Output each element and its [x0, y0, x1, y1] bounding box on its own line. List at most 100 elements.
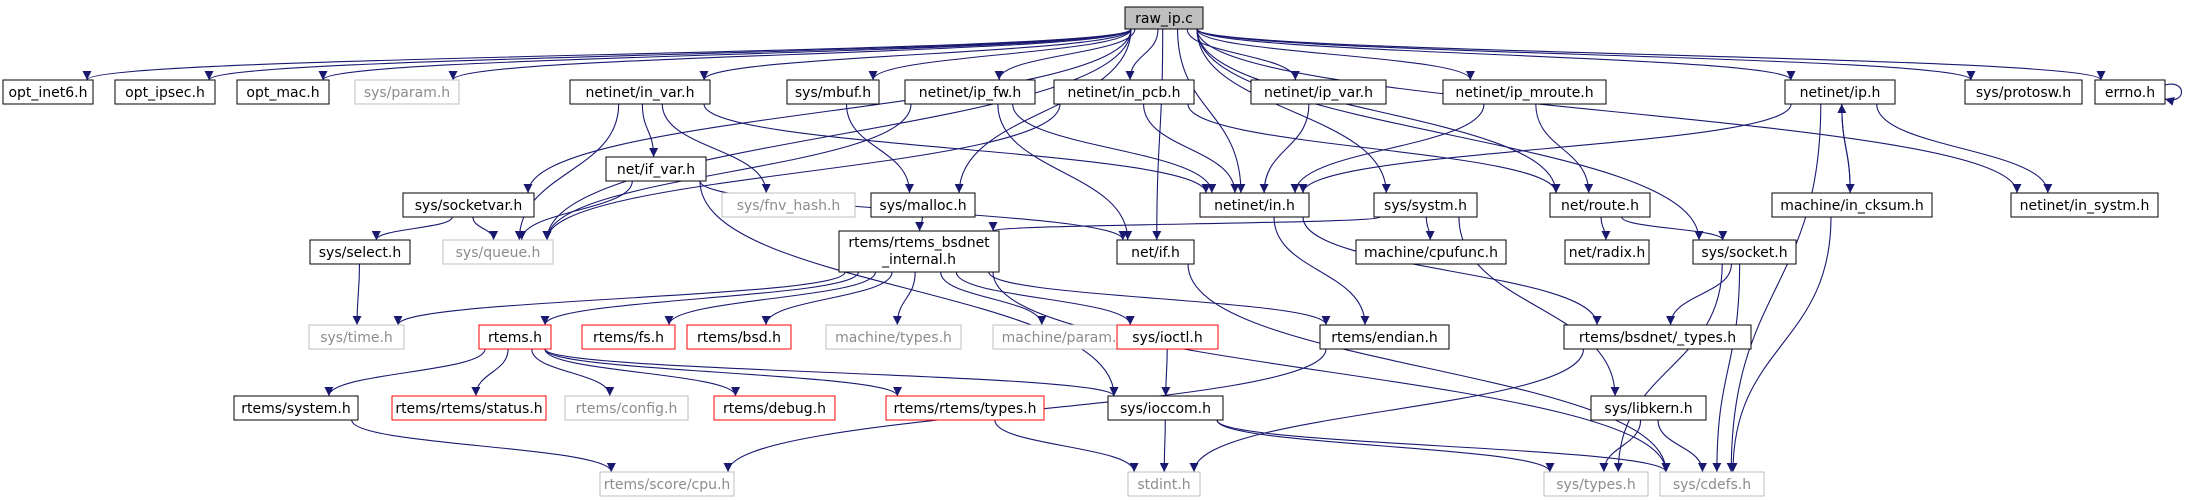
node-rtems-rtems-status[interactable]: rtems/rtems/status.h	[391, 395, 547, 421]
node-sys-time[interactable]: sys/time.h	[308, 324, 405, 350]
edge-root-to-sys_socket	[1196, 28, 1704, 241]
node-label: machine/in_cksum.h	[1780, 198, 1924, 214]
node-rtems-endian[interactable]: rtems/endian.h	[1319, 324, 1450, 350]
edge-netinet_in_var-to-sys_queue	[514, 103, 620, 241]
edge-netinet_in-to-rtems_bsdnet_types	[1302, 216, 1602, 326]
node-label: rtems/debug.h	[723, 401, 826, 417]
node-sys-param[interactable]: sys/param.h	[354, 79, 460, 105]
node-label: rtems/fs.h	[593, 330, 664, 346]
node-label: netinet/in_var.h	[586, 85, 695, 101]
node-errno[interactable]: errno.h	[2094, 79, 2166, 105]
node-machine-cpufunc[interactable]: machine/cpufunc.h	[1355, 239, 1507, 265]
node-label: raw_ip.c	[1135, 11, 1193, 27]
node-netinet-ip-var[interactable]: netinet/ip_var.h	[1250, 79, 1387, 105]
edge-netinet_in_pcb-to-net_route	[1187, 103, 1561, 194]
node-netinet-in-systm[interactable]: netinet/in_systm.h	[2010, 192, 2159, 218]
edge-root-to-sys_systm	[1196, 28, 1391, 194]
node-sys-libkern[interactable]: sys/libkern.h	[1590, 395, 1707, 421]
node-label: sys/cdefs.h	[1673, 477, 1751, 493]
node-opt-inet6[interactable]: opt_inet6.h	[2, 79, 94, 105]
node-label: sys/mbuf.h	[795, 85, 871, 101]
node-rtems-system[interactable]: rtems/system.h	[233, 395, 359, 421]
edge-netinet_in_pcb-to-sys_queue	[542, 103, 1061, 241]
node-box	[713, 395, 836, 421]
edge-root-to-opt_ipsec	[204, 28, 1132, 81]
edge-sys_ioccom-to-sys_types	[1216, 419, 1555, 473]
node-root[interactable]: raw_ip.c	[1124, 6, 1204, 30]
node-rtems-bsdnet-types[interactable]: rtems/bsdnet/_types.h	[1563, 324, 1752, 350]
node-netinet-ip[interactable]: netinet/ip.h	[1784, 79, 1896, 105]
node-netinet-in[interactable]: netinet/in.h	[1199, 192, 1310, 218]
node-net-route[interactable]: net/route.h	[1549, 192, 1651, 218]
edge-sys_socket-to-sys_cdefs	[1712, 263, 1741, 473]
node-sys-types[interactable]: sys/types.h	[1543, 471, 1649, 497]
node-netinet-in-var[interactable]: netinet/in_var.h	[569, 79, 711, 105]
node-sys-systm[interactable]: sys/systm.h	[1373, 192, 1478, 218]
node-net-radix[interactable]: net/radix.h	[1564, 239, 1650, 265]
node-box	[686, 324, 792, 350]
node-label: sys/time.h	[320, 330, 393, 346]
node-sys-cdefs[interactable]: sys/cdefs.h	[1659, 471, 1765, 497]
node-label: sys/queue.h	[456, 245, 541, 261]
node-rtems-fs[interactable]: rtems/fs.h	[581, 324, 676, 350]
node-machine-param[interactable]: machine/param.h	[992, 324, 1135, 350]
node-net-if-var[interactable]: net/if_var.h	[605, 156, 707, 182]
node-label: rtems/bsdnet/_types.h	[1579, 330, 1736, 346]
node-rtems-bsd[interactable]: rtems/bsd.h	[686, 324, 792, 350]
edge-netinet_ip-to-sys_cdefs	[1726, 103, 1822, 473]
node-box	[1590, 395, 1707, 421]
node-box	[114, 79, 216, 105]
node-box	[1116, 324, 1219, 350]
edge-rtems_bsdnet_internal-to-sys_ioctl	[955, 271, 1135, 326]
edge-net_route-to-sys_socket	[1621, 216, 1728, 241]
node-sys-socketvar[interactable]: sys/socketvar.h	[402, 192, 535, 218]
node-box	[1442, 79, 1607, 105]
edge-rtems_bsdnet_internal-to-rtems_endian	[988, 271, 1331, 326]
node-sys-fnv-hash[interactable]: sys/fnv_hash.h	[721, 192, 856, 218]
node-machine-types[interactable]: machine/types.h	[825, 324, 962, 350]
node-label: machine/cpufunc.h	[1364, 245, 1498, 261]
node-rtems-score-cpu[interactable]: rtems/score/cpu.h	[599, 471, 735, 497]
node-rtems[interactable]: rtems.h	[478, 324, 552, 350]
edge-netinet_ip-to-netinet_in_systm	[1876, 103, 2053, 194]
edge-root-to-sys_mbuf	[868, 28, 1132, 81]
edge-rtems-to-rtems_debug	[544, 348, 741, 397]
node-machine-in-cksum[interactable]: machine/in_cksum.h	[1771, 192, 1933, 218]
node-rtems-debug[interactable]: rtems/debug.h	[713, 395, 836, 421]
edge-root-to-netinet_ip	[1196, 28, 1796, 81]
node-netinet-in-pcb[interactable]: netinet/in_pcb.h	[1053, 79, 1195, 105]
node-net-if[interactable]: net/if.h	[1116, 239, 1195, 265]
node-box	[721, 192, 856, 218]
node-label: net/if.h	[1131, 245, 1180, 261]
node-label: sys/fnv_hash.h	[737, 198, 841, 214]
node-sys-ioccom[interactable]: sys/ioccom.h	[1107, 395, 1224, 421]
edge-sys_systm-to-machine_cpufunc	[1425, 216, 1435, 241]
node-label: rtems/rtems/types.h	[894, 401, 1037, 417]
node-label: rtems/rtems_bsdnet	[848, 235, 990, 251]
node-opt-mac[interactable]: opt_mac.h	[236, 79, 330, 105]
node-netinet-ip-fw[interactable]: netinet/ip_fw.h	[904, 79, 1036, 105]
node-box	[1124, 6, 1204, 30]
edge-rtems-to-sys_ioccom	[544, 348, 1119, 397]
node-sys-queue[interactable]: sys/queue.h	[442, 239, 554, 265]
node-rtems-bsdnet-internal[interactable]: rtems/rtems_bsdnet_internal.h	[838, 230, 1000, 273]
node-label: machine/types.h	[835, 330, 952, 346]
edge-rtems_bsdnet_internal-to-rtems_bsd	[761, 271, 893, 326]
node-opt-ipsec[interactable]: opt_ipsec.h	[114, 79, 216, 105]
node-box	[233, 395, 359, 421]
node-sys-protosw[interactable]: sys/protosw.h	[1964, 79, 2083, 105]
node-sys-socket[interactable]: sys/socket.h	[1692, 239, 1797, 265]
node-sys-ioctl[interactable]: sys/ioctl.h	[1116, 324, 1219, 350]
node-sys-mbuf[interactable]: sys/mbuf.h	[786, 79, 880, 105]
node-box	[308, 324, 405, 350]
node-label: sys/socket.h	[1701, 245, 1787, 261]
node-label: net/radix.h	[1569, 245, 1645, 261]
node-rtems-rtems-types[interactable]: rtems/rtems/types.h	[885, 395, 1045, 421]
node-stdint[interactable]: stdint.h	[1127, 471, 1201, 497]
edge-netinet_in-to-rtems_endian	[1273, 216, 1370, 326]
node-sys-malloc[interactable]: sys/malloc.h	[870, 192, 976, 218]
node-sys-select[interactable]: sys/select.h	[309, 239, 411, 265]
edge-sys_socket-to-sys_types	[1613, 263, 1723, 473]
node-rtems-config[interactable]: rtems/config.h	[564, 395, 689, 421]
node-netinet-ip-mroute[interactable]: netinet/ip_mroute.h	[1442, 79, 1607, 105]
